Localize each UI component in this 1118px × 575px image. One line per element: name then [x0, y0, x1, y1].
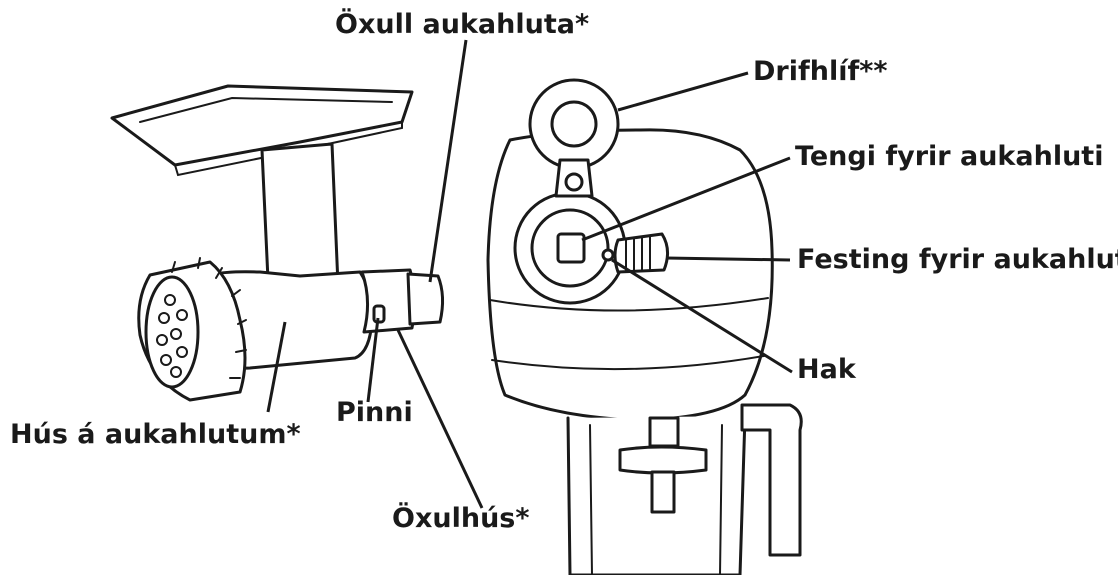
- leader-festing: [665, 256, 791, 262]
- label-oxull-aukahluta: Öxull aukahluta*: [335, 7, 589, 40]
- label-festing: Festing fyrir aukahluti: [797, 244, 1118, 275]
- leader-oxull-aukahluta: [428, 39, 468, 283]
- leader-hak: [611, 258, 793, 374]
- leader-hus: [266, 321, 287, 413]
- label-oxulhus: Öxulhús*: [392, 501, 529, 534]
- label-hak: Hak: [797, 354, 857, 385]
- leader-oxulhus: [396, 329, 484, 509]
- label-pinni: Pinni: [336, 397, 413, 428]
- callout-labels: Öxull aukahluta* Drifhlíf** Tengi fyrir …: [10, 7, 1118, 534]
- label-tengi: Tengi fyrir aukahluti: [795, 141, 1103, 172]
- leader-pinni: [366, 317, 380, 403]
- leader-drifhlif: [617, 71, 749, 112]
- meat-grinder-drawing: [110, 84, 445, 402]
- label-hus: Hús á aukahlutum*: [10, 419, 301, 450]
- leader-lines: [266, 39, 793, 509]
- leader-tengi: [581, 156, 791, 242]
- mixer-head-drawing: [486, 78, 803, 575]
- label-drifhlif: Drifhlíf**: [753, 56, 887, 87]
